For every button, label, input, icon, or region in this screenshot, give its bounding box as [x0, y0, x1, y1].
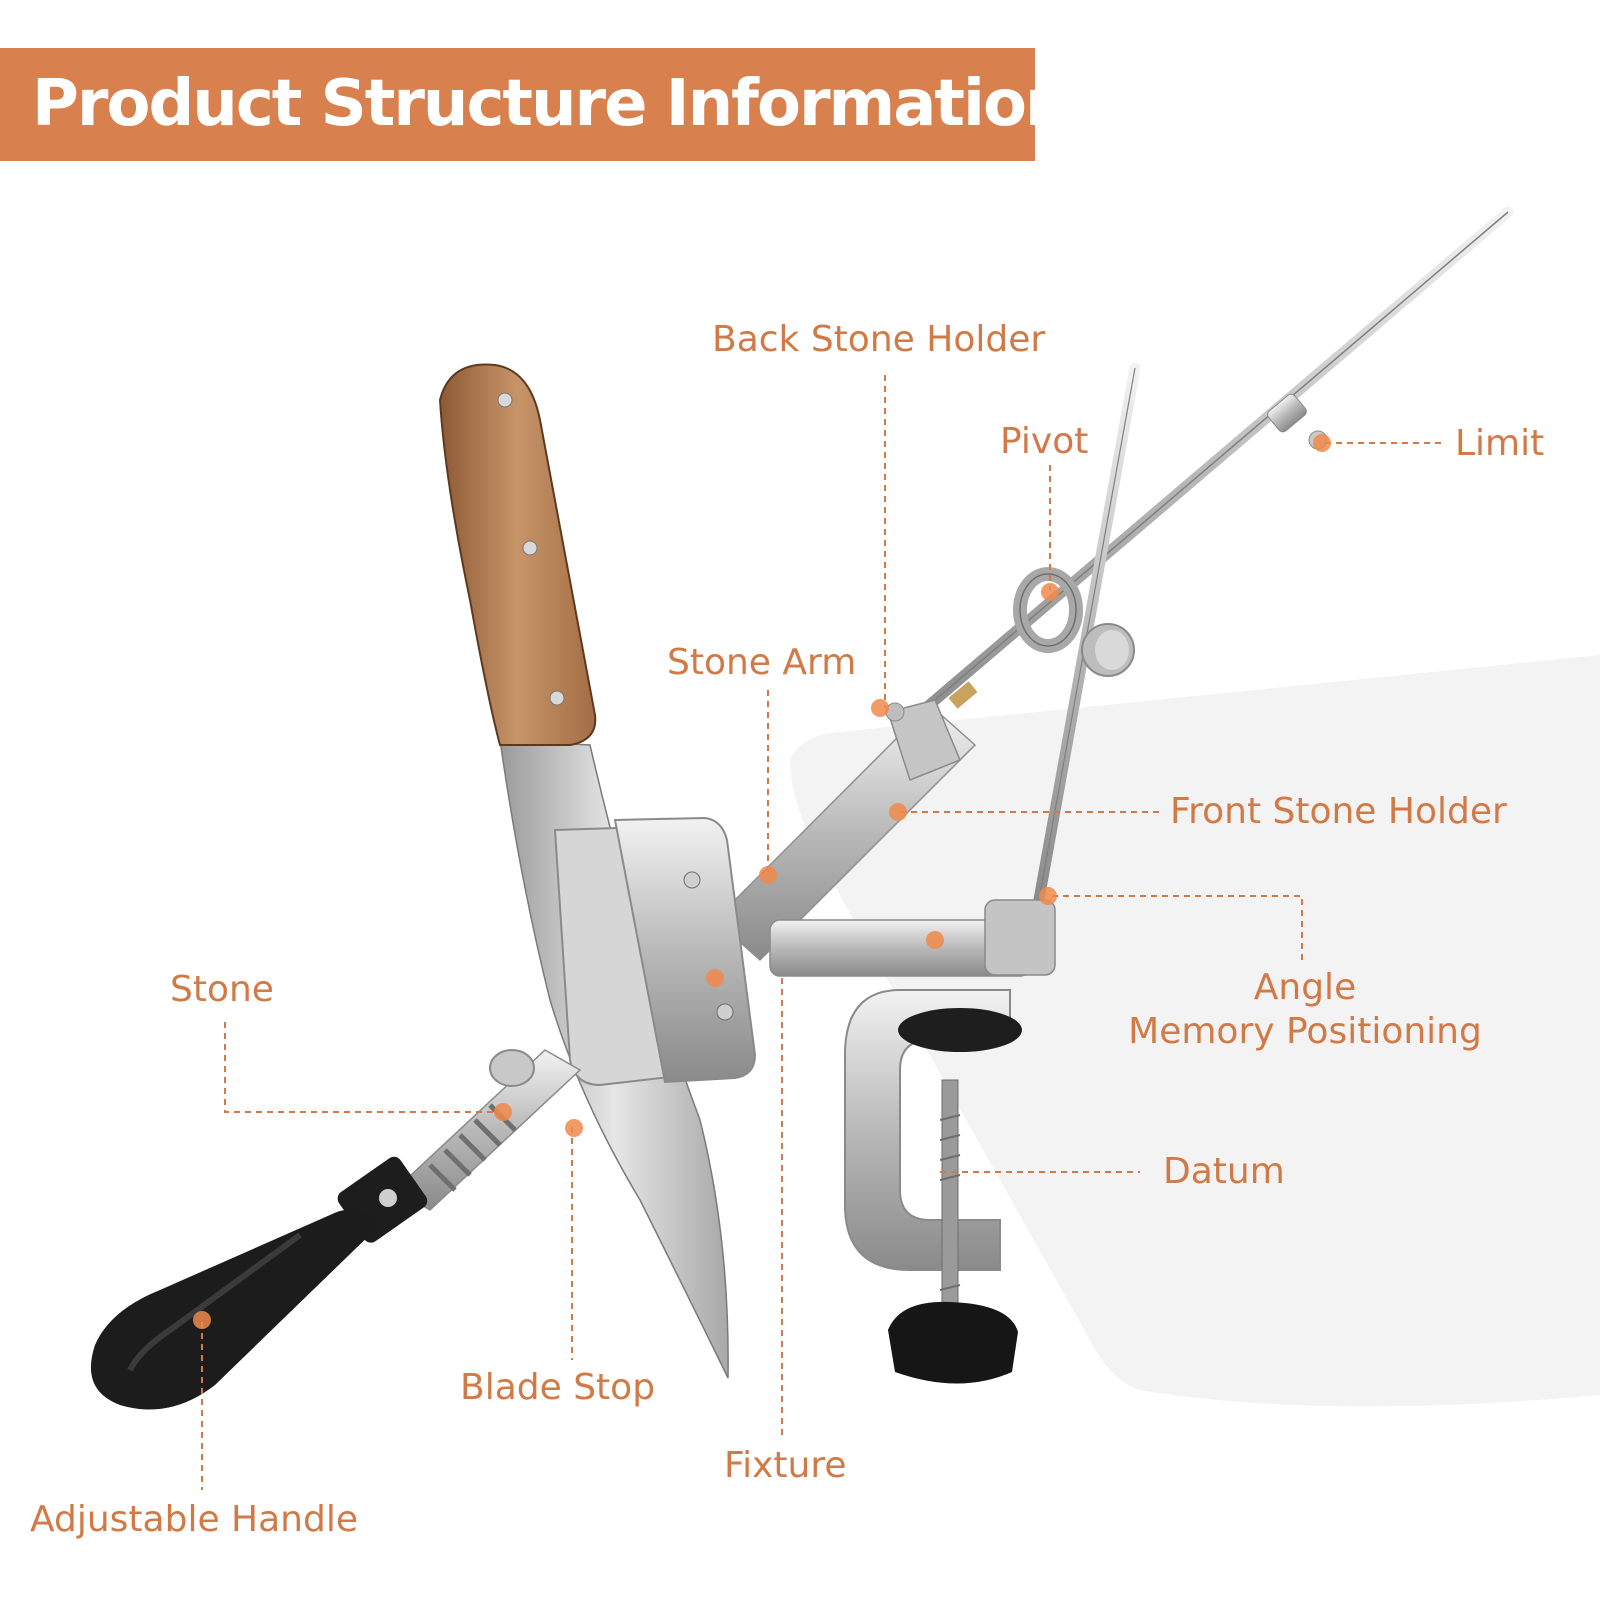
leader-lines [201, 375, 1445, 1490]
callout-dot [565, 1119, 583, 1137]
callout-dot [1313, 434, 1331, 452]
label-limit: Limit [1455, 423, 1545, 464]
callout-dots [193, 434, 1331, 1329]
callout-dot [706, 969, 724, 987]
callout-dot [871, 699, 889, 717]
callout-dot [1041, 583, 1059, 601]
callout-dot [889, 803, 907, 821]
label-angle-line1: Angle [1253, 967, 1357, 1008]
clamp-knob [888, 1301, 1018, 1384]
callout-dot [926, 931, 944, 949]
callout-dot [494, 1103, 512, 1121]
label-blade-stop: Blade Stop [460, 1367, 656, 1408]
callout-dot [759, 866, 777, 884]
label-pivot: Pivot [1000, 421, 1089, 462]
label-back-stone-holder: Back Stone Holder [712, 319, 1046, 360]
page-title: Product Structure Information [32, 67, 1070, 141]
callout-dot [193, 1311, 211, 1329]
label-datum: Datum [1163, 1151, 1285, 1192]
adjustable-handle [90, 1209, 380, 1410]
back-holder-block [887, 699, 961, 781]
title-banner: Product Structure Information [0, 48, 1070, 161]
limit-collar [1267, 393, 1307, 433]
label-stone: Stone [170, 969, 274, 1010]
label-angle-memory-positioning: Angle Memory Positioning [1120, 966, 1490, 1054]
knife-handle [438, 363, 597, 746]
table-surface [790, 655, 1600, 1407]
label-angle-line2: Memory Positioning [1128, 1011, 1482, 1052]
c-clamp [844, 989, 1011, 1271]
label-front-stone-holder: Front Stone Holder [1170, 791, 1507, 832]
label-stone-arm: Stone Arm [667, 642, 857, 683]
label-fixture: Fixture [724, 1445, 847, 1486]
callout-dot [1039, 887, 1057, 905]
label-adjustable-handle: Adjustable Handle [30, 1499, 358, 1540]
